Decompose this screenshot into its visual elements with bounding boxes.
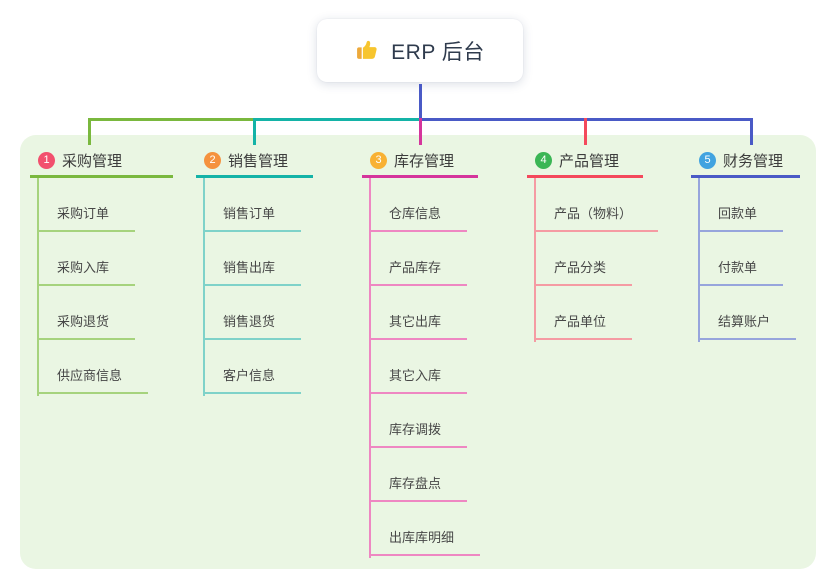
sub-node[interactable]: 库存调拨 (369, 394, 468, 448)
sub-node-label: 其它出库 (369, 311, 468, 340)
branch-rail (203, 178, 205, 396)
sub-node[interactable]: 采购入库 (37, 232, 136, 286)
branch-title: 产品管理 (559, 152, 620, 170)
branch-drop-line (419, 118, 422, 145)
root-connector-line (419, 84, 422, 121)
branch-title: 库存管理 (394, 152, 455, 170)
branch-drop-line (750, 118, 753, 145)
branch-badge: 1 (38, 151, 55, 169)
branch-bus-segment (88, 118, 254, 121)
branch-badge: 2 (204, 151, 221, 169)
sub-node[interactable]: 结算账户 (698, 286, 797, 340)
sub-node-label: 采购入库 (37, 257, 136, 286)
sub-node-label: 销售订单 (203, 203, 302, 232)
sub-node-label: 库存盘点 (369, 473, 468, 502)
sub-node-label: 付款单 (698, 257, 784, 286)
sub-node[interactable]: 产品单位 (534, 286, 633, 340)
sub-node[interactable]: 产品库存 (369, 232, 468, 286)
branch-node-1[interactable]: 1 采购管理 (30, 145, 173, 178)
sub-node[interactable]: 客户信息 (203, 340, 302, 394)
sub-node[interactable]: 回款单 (698, 178, 784, 232)
sub-node[interactable]: 销售出库 (203, 232, 302, 286)
branch-drop-line (584, 118, 587, 145)
sub-node-label: 产品（物料） (534, 203, 659, 232)
branch-title: 采购管理 (62, 152, 123, 170)
branch-rail (534, 178, 536, 342)
sub-node-label: 仓库信息 (369, 203, 468, 232)
sub-node[interactable]: 其它入库 (369, 340, 468, 394)
sub-node[interactable]: 供应商信息 (37, 340, 149, 394)
sub-node-label: 客户信息 (203, 365, 302, 394)
sub-node-label: 产品单位 (534, 311, 633, 340)
sub-node[interactable]: 库存盘点 (369, 448, 468, 502)
branches-panel (20, 135, 816, 569)
thumbs-up-icon (355, 38, 380, 63)
branch-badge: 4 (535, 151, 552, 169)
sub-node[interactable]: 出库库明细 (369, 502, 481, 556)
sub-node[interactable]: 采购退货 (37, 286, 136, 340)
branch-drop-line (88, 118, 91, 145)
sub-node-label: 供应商信息 (37, 365, 149, 394)
sub-node-label: 出库库明细 (369, 527, 481, 556)
sub-node-label: 销售出库 (203, 257, 302, 286)
root-node[interactable]: ERP 后台 (317, 19, 523, 82)
sub-node-label: 库存调拨 (369, 419, 468, 448)
branch-node-5[interactable]: 5 财务管理 (691, 145, 800, 178)
branch-rail (37, 178, 39, 396)
branch-node-2[interactable]: 2 销售管理 (196, 145, 313, 178)
branch-node-4[interactable]: 4 产品管理 (527, 145, 643, 178)
sub-node-label: 结算账户 (698, 311, 797, 340)
sub-node-label: 产品库存 (369, 257, 468, 286)
branch-bus-segment (253, 118, 421, 121)
branch-title: 财务管理 (723, 152, 784, 170)
sub-node-label: 产品分类 (534, 257, 633, 286)
sub-node-label: 采购退货 (37, 311, 136, 340)
branch-title: 销售管理 (228, 152, 289, 170)
branch-rail (369, 178, 371, 558)
branch-rail (698, 178, 700, 342)
sub-node[interactable]: 销售退货 (203, 286, 302, 340)
sub-node-label: 回款单 (698, 203, 784, 232)
sub-node[interactable]: 产品分类 (534, 232, 633, 286)
branch-drop-line (253, 118, 256, 145)
branch-badge: 5 (699, 151, 716, 169)
sub-node[interactable]: 其它出库 (369, 286, 468, 340)
root-label: ERP 后台 (391, 40, 485, 64)
branch-badge: 3 (370, 151, 387, 169)
sub-node[interactable]: 仓库信息 (369, 178, 468, 232)
sub-node-label: 其它入库 (369, 365, 468, 394)
sub-node-label: 销售退货 (203, 311, 302, 340)
sub-node[interactable]: 产品（物料） (534, 178, 659, 232)
branch-node-3[interactable]: 3 库存管理 (362, 145, 478, 178)
sub-node[interactable]: 销售订单 (203, 178, 302, 232)
sub-node[interactable]: 采购订单 (37, 178, 136, 232)
sub-node[interactable]: 付款单 (698, 232, 784, 286)
sub-node-label: 采购订单 (37, 203, 136, 232)
